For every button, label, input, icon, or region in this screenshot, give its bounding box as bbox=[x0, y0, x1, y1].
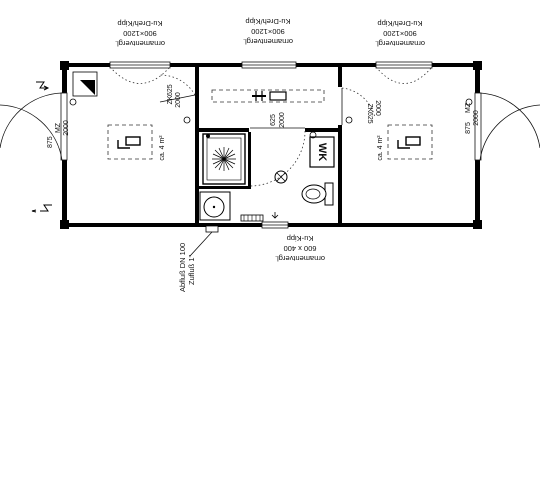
door-type-text: ZK bbox=[167, 95, 174, 104]
door-size-text: 625 bbox=[270, 114, 277, 126]
door-size-text: 875 bbox=[465, 122, 472, 134]
interior-walls bbox=[195, 67, 342, 223]
interior-door-left: ZK 625 2000 bbox=[159, 74, 196, 108]
power-outlet-symbol bbox=[31, 204, 52, 213]
window-glass-text: ornamentvergl. bbox=[375, 39, 425, 48]
exterior-walls bbox=[60, 61, 482, 229]
door-type-text: 875 bbox=[47, 136, 54, 148]
bath-door: 625 2000 bbox=[249, 112, 306, 187]
corridor-light bbox=[211, 89, 325, 103]
door-size-text: 625 bbox=[366, 112, 373, 124]
window-glass-text: ornamentvergl. bbox=[115, 39, 165, 48]
bath-window: ornamentvergl. 600 x 400 Ku-Kipp bbox=[261, 212, 325, 263]
svg-text:600 x 400: 600 x 400 bbox=[284, 244, 317, 253]
window-type-text: Ku-Dreh/Kipp bbox=[245, 17, 290, 26]
right-room-area: ca. 4 m² bbox=[377, 135, 384, 161]
door-height-text: 2000 bbox=[175, 92, 182, 108]
light-switches bbox=[69, 98, 473, 139]
right-room: ca. 4 m² bbox=[377, 124, 433, 161]
drain-line1: Abfluß DN 100 bbox=[178, 243, 187, 292]
shower bbox=[202, 133, 246, 185]
door-height-text: 2000 bbox=[63, 120, 70, 136]
window-glass-text: ornamentvergl. bbox=[243, 37, 293, 46]
left-room: ca. 4 m² bbox=[72, 71, 166, 161]
window-top-left bbox=[109, 61, 171, 84]
wc-label: WK bbox=[316, 143, 328, 161]
door-height-text: 2000 bbox=[473, 110, 480, 126]
left-room-area: ca. 4 m² bbox=[159, 135, 166, 161]
door-size-text: 625 bbox=[167, 84, 174, 96]
svg-text:ornamentvergl.: ornamentvergl. bbox=[275, 254, 325, 263]
drain-line2: Zufluß 1" bbox=[187, 254, 196, 285]
window-label-center: ornamentvergl. 900×1200 Ku-Dreh/Kipp bbox=[243, 17, 293, 46]
interior-door-right: ZK 625 2000 bbox=[341, 87, 381, 125]
window-label-left: ornamentvergl. 900×1200 Ku-Dreh/Kipp bbox=[115, 19, 165, 48]
door-height-text: 2000 bbox=[374, 100, 381, 116]
window-type-text: Ku-Dreh/Kipp bbox=[377, 19, 422, 28]
wash-basin bbox=[199, 191, 231, 221]
door-type-text: ZK bbox=[366, 104, 373, 113]
door-size-text: MZ bbox=[55, 122, 62, 133]
door-height-text: 2000 bbox=[279, 112, 286, 128]
bath-window-glass: ornamentvergl. bbox=[275, 254, 325, 263]
wc-cabinet: WK bbox=[309, 136, 335, 168]
window-top-center bbox=[241, 61, 297, 69]
bath-window-size: 600 x 400 bbox=[284, 244, 317, 253]
bath-window-type: Ku-Kipp bbox=[287, 234, 314, 243]
power-inlet-symbol bbox=[36, 81, 50, 91]
exterior-door-right-label: MZ 875 2000 bbox=[465, 102, 480, 134]
window-size-text: 900×1200 bbox=[383, 29, 417, 38]
toilet bbox=[301, 182, 334, 206]
light-fixture-icon bbox=[80, 80, 95, 95]
svg-text:Ku-Kipp: Ku-Kipp bbox=[287, 234, 314, 243]
window-size-text: 900×1200 bbox=[251, 27, 285, 36]
ceiling-light-fixture bbox=[274, 170, 288, 184]
door-type-text: MZ bbox=[465, 102, 472, 113]
exterior-door-right bbox=[474, 92, 540, 161]
exterior-door-left-label: 875 2000 bbox=[47, 120, 70, 148]
window-size-text: 900×1200 bbox=[123, 29, 157, 38]
window-label-right: ornamentvergl. 900×1200 Ku-Dreh/Kipp bbox=[375, 19, 425, 48]
window-top-right bbox=[375, 61, 433, 84]
window-type-text: Ku-Dreh/Kipp bbox=[117, 19, 162, 28]
drain: Abfluß DN 100 Zufluß 1" bbox=[178, 225, 219, 292]
exterior-door-left: MZ bbox=[0, 92, 68, 161]
heater bbox=[240, 214, 264, 222]
